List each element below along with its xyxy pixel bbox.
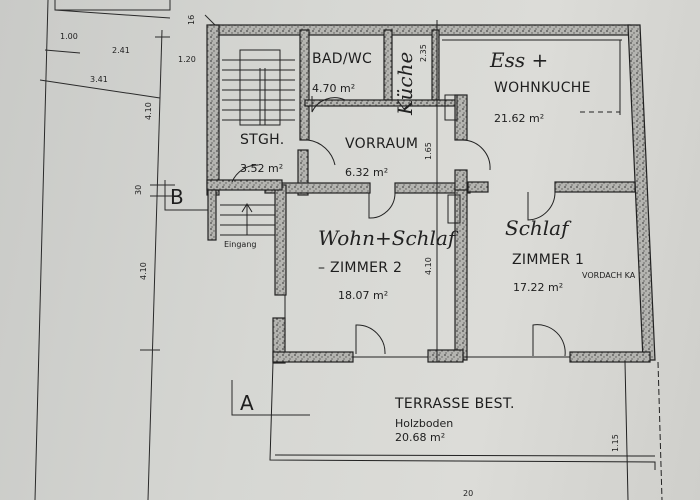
section-a-marker: A [240, 391, 254, 415]
room-vorraum-label: VORRAUM [345, 136, 419, 152]
room-wohnkueche-area: 21.62 m² [494, 112, 545, 125]
dimension-lines [34, 0, 310, 500]
dim-5: 4.10 [144, 102, 153, 120]
terrace-area: 20.68 m² [395, 431, 446, 444]
terrace-sub: Holzboden [395, 417, 454, 430]
dim-3: 3.41 [90, 75, 108, 84]
dim-8: 4.10 [139, 262, 148, 280]
room-stgh-area: 3.52 m² [240, 162, 284, 175]
dim-6: 16 [187, 14, 196, 25]
dim-1: 1.00 [60, 32, 78, 41]
room-zimmer1-area: 17.22 m² [513, 281, 564, 294]
dim-9: 20 [463, 489, 474, 498]
room-zimmer2-label: – ZIMMER 2 [318, 260, 403, 276]
dim-7: 30 [134, 184, 143, 195]
room-zimmer1-handwritten: Schlaf [505, 216, 569, 240]
room-zimmer1-label: ZIMMER 1 [512, 252, 585, 268]
room-stgh-label: STGH. [240, 132, 285, 148]
room-zimmer2-area: 18.07 m² [338, 289, 389, 302]
room-wohnkueche-handwritten: Ess + [490, 48, 549, 72]
terrace-label: TERRASSE BEST. [395, 396, 515, 412]
dim-10: 1.15 [611, 434, 620, 452]
room-vorraum-dim: 1.65 [424, 142, 433, 160]
room-bad-area: 4.70 m² [312, 82, 356, 95]
room-wohnkueche-label: WOHNKUCHE [494, 80, 591, 96]
room-zimmer2-dim: 4.10 [424, 257, 433, 275]
section-b-marker: B [170, 185, 184, 209]
canopy-label: VORDACH KA [582, 271, 636, 280]
room-bad-label: BAD/WC [312, 51, 373, 67]
dim-4: 1.20 [178, 55, 196, 64]
walls [206, 24, 656, 364]
room-kueche-dim: 2.35 [419, 44, 428, 62]
thin-lines [220, 20, 663, 500]
room-vorraum-area: 6.32 m² [345, 166, 389, 179]
room-kueche-handwritten: Küche [393, 51, 417, 115]
entrance-label: Eingang [224, 240, 257, 249]
dim-2: 2.41 [112, 46, 130, 55]
room-zimmer2-handwritten: Wohn+Schlaf [318, 226, 456, 250]
